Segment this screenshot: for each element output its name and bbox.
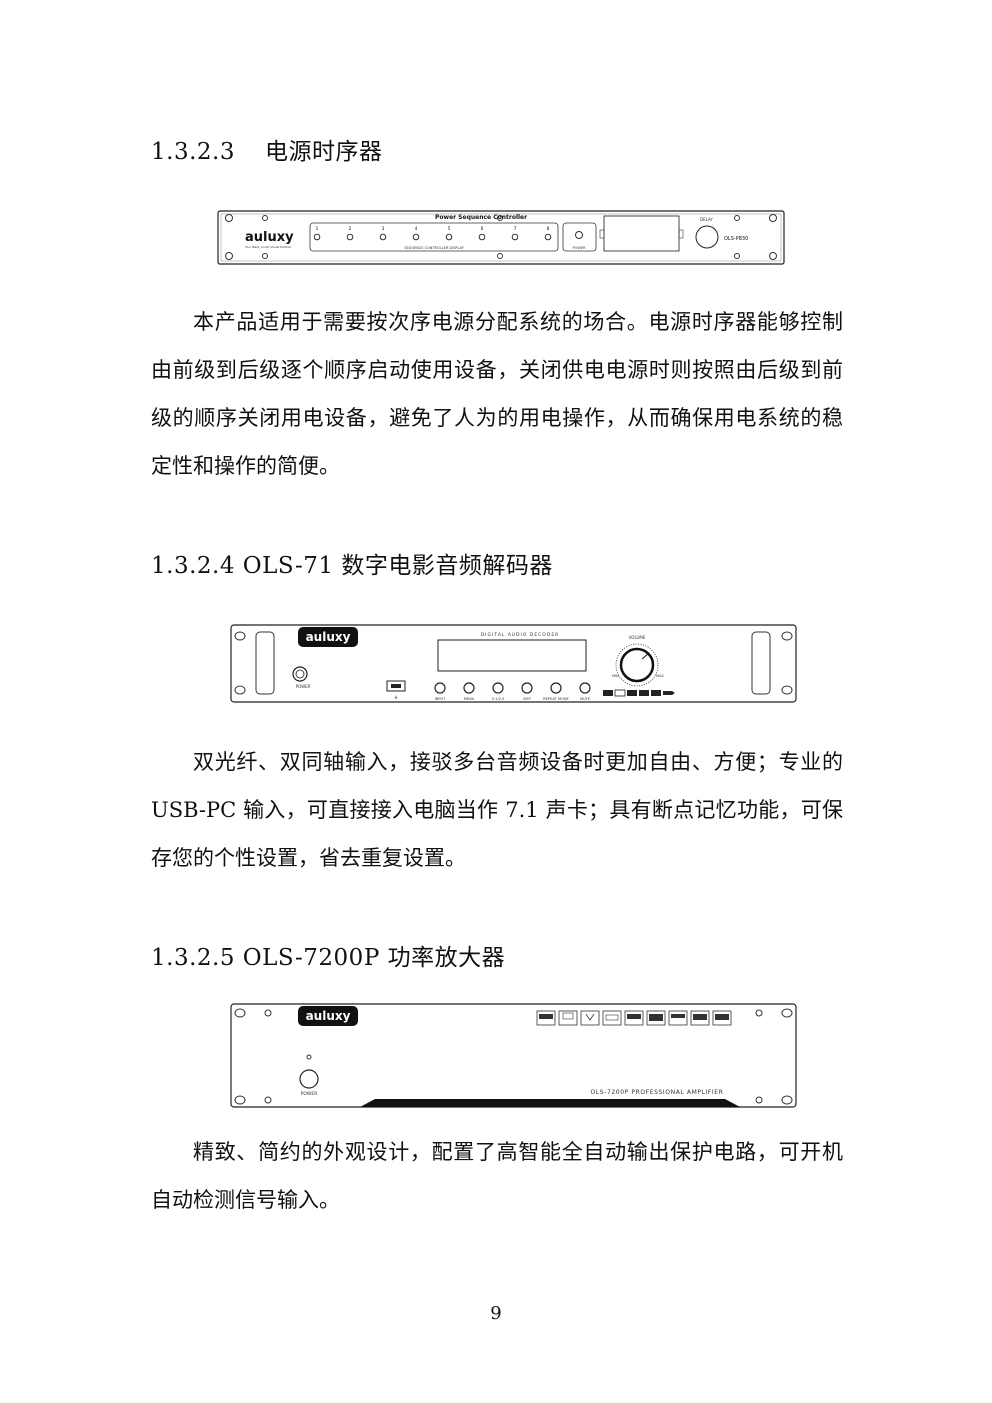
channel-label: 5	[448, 226, 451, 231]
display-label: DIGITAL AUDIO DECODER	[481, 632, 560, 638]
section-paragraph: 双光纤、双同轴输入，接驳多台音频设备时更加自由、方便；专业的 USB-PC 输入…	[151, 738, 843, 882]
button-label: INPUT	[435, 697, 447, 701]
feature-badges	[536, 1010, 732, 1026]
button-label: MENU	[464, 697, 475, 701]
paragraph-text: 双光纤、双同轴输入，接驳多台音频设备时更加自由、方便；专业的 USB-PC 输入…	[151, 750, 843, 870]
brand-logo-badge	[298, 627, 358, 647]
power-label: POWER	[301, 1091, 318, 1097]
button-label: MUTE	[580, 697, 591, 701]
brand-logo-badge	[298, 1006, 358, 1026]
knob-label: VOLUME	[629, 635, 646, 640]
mode-button-icon	[492, 682, 504, 694]
display-window	[437, 639, 587, 672]
section-title: OLS-7200P 功率放大器	[242, 945, 506, 971]
channel-label: 2	[349, 226, 352, 231]
button-label: DSP	[523, 697, 531, 701]
repeat-button-icon	[550, 682, 562, 694]
dsp-button-icon	[521, 682, 533, 694]
channel-led	[544, 233, 552, 241]
channel-led	[313, 233, 321, 241]
model-label: OLS-P830	[724, 236, 748, 242]
section-heading: 1.3.2.5 OLS-7200P 功率放大器	[151, 938, 505, 972]
power-label: POWER	[573, 246, 587, 250]
channels-caption: SEQUENCE CONTROLLER DISPLAY	[404, 246, 464, 250]
section-title: 电源时序器	[264, 139, 383, 165]
knob-icon	[695, 225, 719, 249]
channel-led	[346, 233, 354, 241]
channel-led	[511, 233, 519, 241]
channel-label: 4	[415, 226, 418, 231]
button-label: REPEAT MODE	[543, 697, 569, 701]
brand-logo: auluxy	[245, 230, 294, 245]
brand-logo: auluxy	[306, 1009, 351, 1023]
page-number: 9	[490, 1303, 502, 1324]
channel-label: 8	[547, 226, 550, 231]
knob-min-label: MIN	[612, 674, 619, 678]
channel-led	[379, 233, 387, 241]
power-label: POWER	[296, 684, 311, 689]
knob-max-label: MAX	[656, 674, 664, 678]
paragraph-text: 精致、简约的外观设计，配置了高智能全自动输出保护电路，可开机自动检测信号输入。	[151, 1140, 843, 1212]
channel-label: 7	[514, 226, 517, 231]
section-number: 1.3.2.5	[151, 945, 235, 971]
power-amplifier-image: auluxy POWER OLS-7200P PROFESSIONAL AMPL…	[230, 1003, 797, 1111]
channel-led	[478, 233, 486, 241]
power-button-icon	[292, 666, 308, 682]
section-title: OLS-71 数字电影音频解码器	[242, 553, 553, 579]
section-paragraph: 精致、简约的外观设计，配置了高智能全自动输出保护电路，可开机自动检测信号输入。	[151, 1128, 843, 1224]
channel-label: 3	[382, 226, 385, 231]
section-number: 1.3.2.4	[151, 553, 235, 579]
usb-symbol-icon: ⭍	[394, 695, 398, 700]
power-sequence-controller-image: auluxy Your Best, Audio Visual Partner P…	[217, 210, 785, 266]
channel-indicators: 1 2 3 4 5 6 7 8	[313, 226, 552, 241]
panel-title: Power Sequence Controller	[435, 214, 527, 221]
paragraph-text: 本产品适用于需要按次序电源分配系统的场合。电源时序器能够控制由前级到后级逐个顺序…	[151, 310, 843, 478]
section-paragraph: 本产品适用于需要按次序电源分配系统的场合。电源时序器能够控制由前级到后级逐个顺序…	[151, 298, 843, 490]
volume-knob-icon	[619, 647, 655, 683]
decoder-buttons: INPUT MENU 5.1/2.0 DSP REPEAT MODE MUTE	[434, 682, 591, 701]
brand-tagline: Your Best, Audio Visual Partner	[245, 245, 292, 249]
menu-button-icon	[463, 682, 475, 694]
channel-led	[412, 233, 420, 241]
input-button-icon	[434, 682, 446, 694]
power-button-icon	[575, 231, 583, 239]
model-label: OLS-7200P PROFESSIONAL AMPLIFIER	[591, 1089, 724, 1096]
button-label: 5.1/2.0	[492, 697, 505, 701]
section-heading: 1.3.2.4 OLS-71 数字电影音频解码器	[151, 546, 553, 580]
channel-label: 1	[316, 226, 319, 231]
channel-label: 6	[481, 226, 484, 231]
channel-led	[445, 233, 453, 241]
section-heading: 1.3.2.3 电源时序器	[151, 132, 382, 166]
brand-logo: auluxy	[306, 630, 351, 644]
display-label: DELAY	[700, 217, 713, 222]
front-edge-bar	[360, 1099, 740, 1107]
usb-port-icon	[386, 680, 406, 692]
audio-decoder-image: auluxy POWER DIGITAL AUDIO DECODER ⭍ INP…	[230, 624, 797, 704]
section-number: 1.3.2.3	[151, 139, 235, 165]
format-logos	[603, 689, 675, 697]
mute-button-icon	[579, 682, 591, 694]
power-button-icon	[299, 1069, 319, 1089]
